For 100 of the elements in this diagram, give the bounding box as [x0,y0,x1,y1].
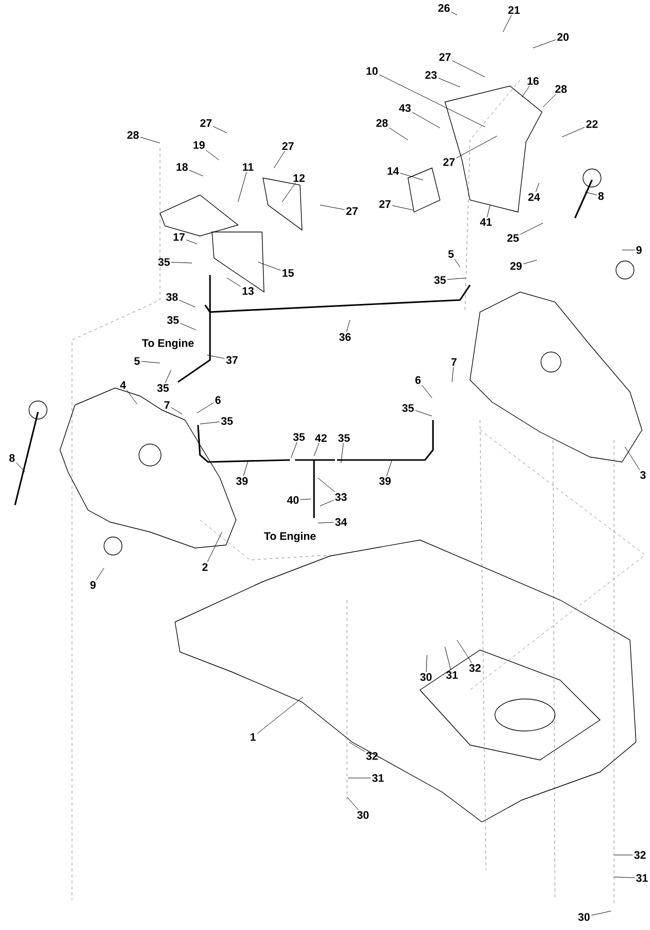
leader-line [186,240,198,244]
leader-line [320,204,345,210]
leader-line [400,172,424,180]
leader-line [426,654,428,672]
callout-number: 18 [176,163,188,171]
callout-number: 5 [448,250,454,258]
callout-number: 20 [557,33,569,41]
leader-line [614,876,635,878]
leader-line [452,366,454,382]
callout-number: 3 [640,471,646,479]
leader-line [584,192,597,196]
callout-number: 16 [528,77,539,85]
callout-number: 23 [425,71,437,79]
leader-line [141,361,160,364]
callout-number: 22 [586,120,598,128]
leader-line [171,407,182,414]
leader-line [274,150,286,168]
callout-number: 29 [510,262,522,270]
leader-line [523,260,538,264]
callout-number: 4 [120,381,126,389]
callout-number: 36 [339,333,351,341]
leader-line [536,182,540,192]
leader-line [451,12,458,16]
leader-line [392,205,414,210]
callout-number: 27 [443,158,455,166]
leader-line [486,204,490,218]
leader-line [614,854,633,856]
callout-number: 15 [282,269,294,277]
leader-line [532,39,556,48]
leader-line [16,462,26,472]
leader-line [243,460,248,476]
leader-line [422,384,432,398]
leader-line [438,78,460,88]
leader-line [386,460,392,476]
leader-line [389,128,408,140]
callout-number: 35 [338,434,350,442]
leader-line [258,262,281,271]
callout-number: 38 [166,293,178,301]
leader-line [379,74,486,128]
callout-number: 10 [366,67,378,75]
callout-number: 32 [469,664,481,672]
leader-line [447,278,466,280]
callout-number: 28 [127,131,139,139]
callout-number: 9 [90,581,96,589]
leader-line [206,354,225,359]
callout-number: 43 [399,104,411,112]
callout-number: 32 [634,851,646,859]
callout-number: 30 [357,811,369,819]
callout-number: 8 [598,192,604,200]
leader-line [300,498,312,500]
callout-number: 30 [578,913,590,921]
leader-line [456,640,472,664]
leader-line [213,126,228,134]
callout-number: 35 [434,276,446,284]
callout-number: 32 [366,752,378,760]
leader-line [140,136,160,144]
leader-line [502,14,512,32]
callout-number: 33 [335,493,347,501]
leader-line [456,136,498,158]
callout-number: 7 [451,358,457,366]
leader-line [206,150,220,160]
leader-line [318,522,334,524]
leader-line [282,182,296,202]
callout-number: 19 [194,141,205,149]
callout-number: 25 [507,234,519,242]
leader-line [591,910,612,916]
callout-number: 40 [287,496,299,504]
leader-line [320,500,334,506]
callout-number: 30 [420,673,432,681]
callout-number: 35 [221,417,233,425]
callout-number: 28 [376,119,388,127]
callout-number: 11 [242,163,254,171]
leader-line [454,258,460,268]
leader-line [165,370,172,384]
leader-line [624,446,640,470]
leader-line [415,410,432,416]
callout-number: 17 [174,233,185,241]
callout-number: 39 [379,477,391,485]
callout-number: 13 [242,287,254,295]
leader-line [207,532,222,562]
callout-number: 37 [226,356,238,364]
callout-number: 9 [636,246,642,254]
leader-line [346,320,350,332]
callout-number: 14 [388,167,400,175]
leader-line [96,568,104,580]
callout-number: 28 [555,85,567,93]
leader-line [412,112,440,128]
callout-number: 8 [9,454,15,462]
leader-line [522,86,530,98]
callout-number: 27 [200,119,212,127]
note-text: To Engine [142,338,194,350]
callout-number: 42 [315,434,327,442]
callout-number: 1 [250,733,256,741]
callout-number: 31 [446,671,458,679]
callout-number: 41 [480,218,492,226]
leader-line [238,172,247,202]
callout-number: 31 [636,874,648,882]
callout-number: 35 [402,404,414,412]
leader-line [290,442,298,458]
leader-line [444,646,451,670]
